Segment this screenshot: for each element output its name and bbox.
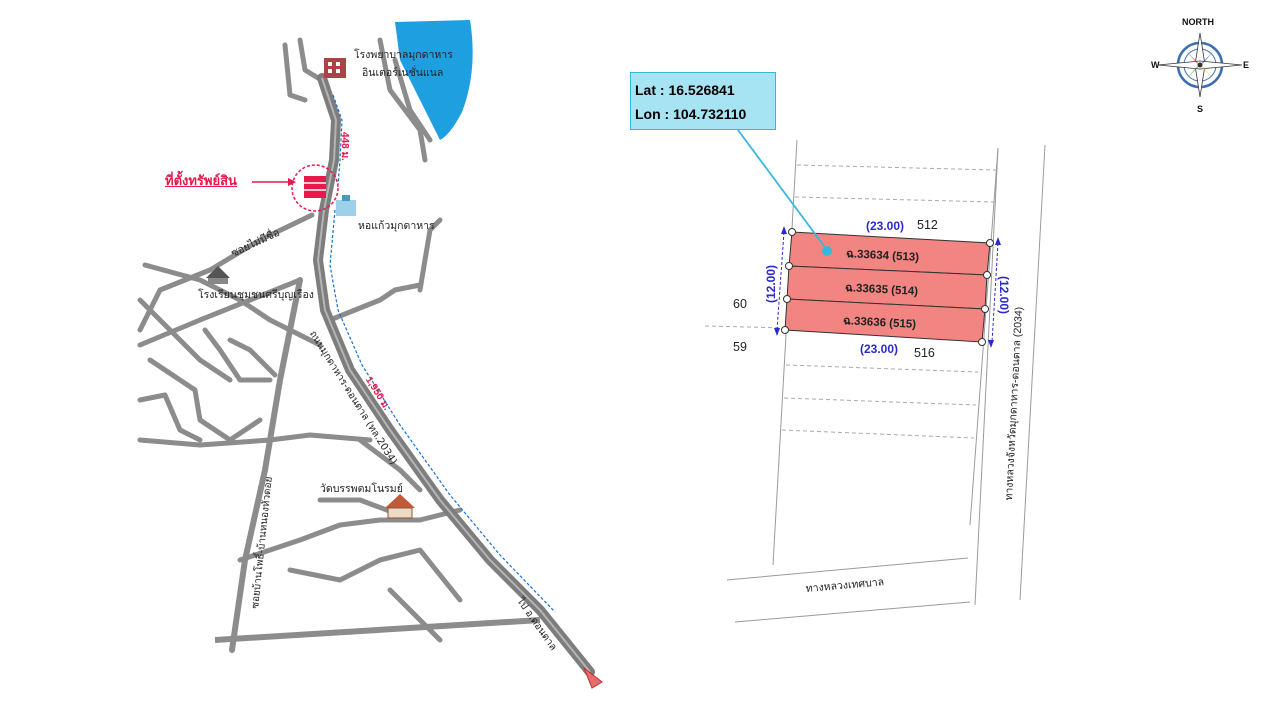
minor-roads (137, 37, 463, 643)
compass-east: E (1243, 60, 1250, 70)
latitude-text: Lat : 16.526841 (635, 82, 735, 98)
tower-icon (336, 195, 356, 216)
plot-60-label: 60 (733, 297, 747, 311)
hospital-icon (324, 58, 346, 78)
coordinate-callout: Lat : 16.526841 Lon : 104.732110 (630, 72, 776, 130)
parcel-515-label: ฉ.33636 (515) (842, 315, 917, 331)
property-marker-icon (291, 164, 339, 212)
hospital-label-2: อินเตอร์เนชั่นแนล (362, 67, 444, 79)
plot-516-label: 516 (914, 346, 935, 360)
longitude-text: Lon : 104.732110 (635, 106, 747, 122)
compass-south: S (1197, 104, 1204, 114)
distance-448-label: 448 ม. (339, 132, 350, 161)
side-road (229, 277, 303, 653)
parcel-514-label: ฉ.33635 (514) (844, 282, 919, 298)
plot-512-label: 512 (917, 218, 938, 232)
parcel-513-label: ฉ.33634 (513) (845, 248, 920, 264)
parcel-group (784, 231, 991, 343)
tower-label: หอแก้วมุกดาหาร (358, 220, 435, 232)
property-label: ที่ตั้งทรัพย์สิน (165, 173, 237, 188)
compass-west: W (1151, 60, 1160, 70)
dim-right-label: (12.00) (997, 276, 1011, 315)
temple-label: วัดบรรพตมโนรมย์ (320, 483, 403, 495)
school-label: โรงเรียนชุมชนศรีบุญเรือง (198, 289, 314, 301)
bottom-road (214, 617, 541, 643)
dim-left-label: (12.00) (764, 264, 778, 303)
plot-59-label: 59 (733, 340, 747, 354)
temple-icon (385, 494, 415, 519)
hospital-label-1: โรงพยาบาลมุกดาหาร (354, 49, 453, 61)
distance-line-448 (332, 94, 343, 186)
water-body (395, 20, 473, 140)
compass-north: NORTH (1182, 17, 1214, 27)
dim-top-label: (23.00) (866, 219, 905, 233)
distance-line-1950 (329, 209, 556, 613)
school-icon (206, 266, 230, 284)
direction-arrow (582, 666, 603, 689)
dim-bottom-label: (23.00) (860, 342, 899, 356)
